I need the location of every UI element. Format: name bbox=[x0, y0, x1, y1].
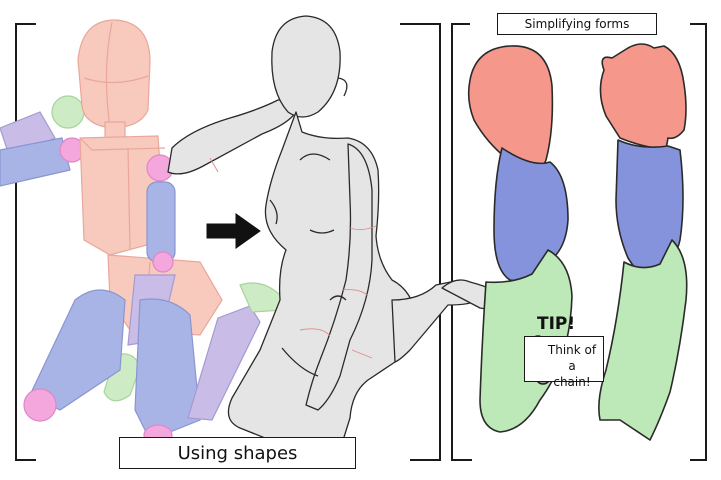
tip-note: Think of a chain! bbox=[524, 336, 604, 389]
simplified-forms-left bbox=[467, 45, 573, 433]
simplifying-forms-title: Simplifying forms bbox=[497, 13, 657, 35]
shape-mannequin bbox=[0, 19, 286, 446]
mannequin-torso bbox=[79, 135, 166, 256]
red-head-shape bbox=[467, 45, 554, 173]
mannequin-back-arm bbox=[0, 95, 85, 187]
figure-construction-lines bbox=[209, 157, 377, 359]
green-leg-shape-2 bbox=[598, 239, 688, 441]
figure-head bbox=[271, 15, 341, 118]
mannequin-head bbox=[77, 19, 151, 129]
using-shapes-caption: Using shapes bbox=[119, 437, 356, 469]
left-panel-frame bbox=[15, 23, 441, 461]
right-arrow-icon bbox=[206, 213, 261, 249]
tip-heading: TIP! bbox=[537, 314, 576, 334]
tip-line-2: chain! bbox=[553, 375, 591, 389]
tip-line-1: Think of a bbox=[547, 343, 597, 373]
figure-near-arm bbox=[305, 143, 373, 411]
right-panel-frame bbox=[451, 23, 707, 461]
simplified-forms-right bbox=[598, 43, 688, 441]
gray-figure bbox=[167, 15, 509, 453]
red-hair-shape bbox=[599, 43, 687, 161]
